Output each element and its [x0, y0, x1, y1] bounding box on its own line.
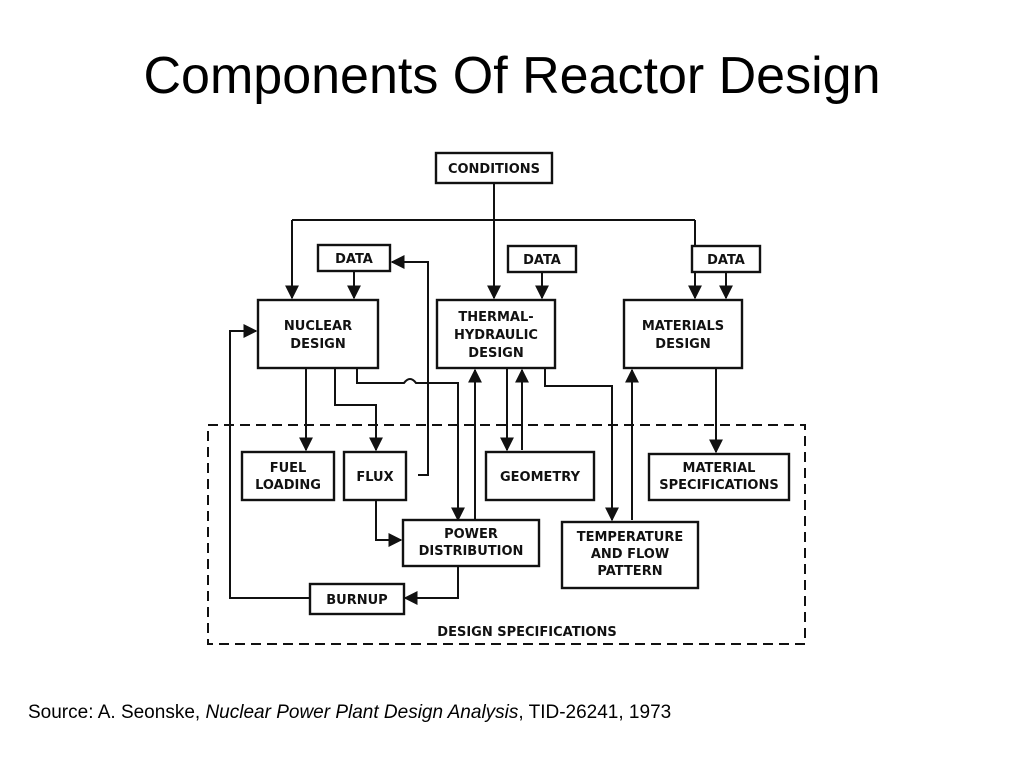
svg-text:LOADING: LOADING	[255, 478, 321, 493]
slide-title: Components Of Reactor Design	[143, 47, 881, 105]
svg-text:FLUX: FLUX	[356, 470, 393, 485]
source-work-title: Nuclear Power Plant Design Analysis	[205, 702, 519, 723]
svg-text:MATERIALS: MATERIALS	[642, 319, 724, 334]
node-thermal-hydraulic-design: THERMAL- HYDRAULIC DESIGN	[435, 298, 557, 370]
node-material-specifications: MATERIAL SPECIFICATIONS	[647, 452, 791, 502]
svg-text:DATA: DATA	[335, 252, 373, 267]
source-citation: Source: A. Seonske, Nuclear Power Plant …	[28, 702, 671, 724]
svg-text:TEMPERATURE: TEMPERATURE	[577, 530, 683, 545]
svg-text:FUEL: FUEL	[270, 461, 307, 476]
source-suffix: , TID-26241, 1973	[518, 702, 672, 723]
node-geometry: GEOMETRY	[484, 450, 596, 502]
svg-text:MATERIAL: MATERIAL	[683, 461, 756, 476]
svg-text:HYDRAULIC: HYDRAULIC	[454, 328, 538, 343]
svg-text:NUCLEAR: NUCLEAR	[284, 319, 352, 334]
node-power-distribution: POWER DISTRIBUTION	[401, 518, 541, 568]
svg-text:CONDITIONS: CONDITIONS	[448, 162, 540, 177]
node-data-nuclear: DATA	[316, 243, 392, 273]
svg-text:DESIGN: DESIGN	[290, 337, 345, 352]
node-burnup: BURNUP	[308, 582, 406, 616]
node-conditions: CONDITIONS	[434, 151, 554, 185]
node-materials-design: MATERIALS DESIGN	[622, 298, 744, 370]
node-fuel-loading: FUEL LOADING	[240, 450, 336, 502]
svg-text:BURNUP: BURNUP	[326, 593, 387, 608]
svg-text:PATTERN: PATTERN	[597, 564, 662, 579]
svg-text:SPECIFICATIONS: SPECIFICATIONS	[659, 478, 778, 493]
svg-text:DATA: DATA	[707, 253, 745, 268]
svg-text:GEOMETRY: GEOMETRY	[500, 470, 581, 485]
node-flux: FLUX	[342, 450, 408, 502]
svg-text:DISTRIBUTION: DISTRIBUTION	[419, 544, 524, 559]
design-specifications-group	[207, 424, 806, 645]
node-temperature-flow-pattern: TEMPERATURE AND FLOW PATTERN	[560, 520, 700, 590]
source-prefix: Source: A. Seonske,	[28, 702, 206, 723]
connectors	[229, 183, 733, 605]
svg-text:DESIGN: DESIGN	[468, 346, 523, 361]
svg-text:POWER: POWER	[444, 527, 498, 542]
svg-text:THERMAL-: THERMAL-	[458, 310, 533, 325]
svg-text:AND FLOW: AND FLOW	[591, 547, 669, 562]
node-data-materials: DATA	[690, 244, 762, 274]
svg-text:DATA: DATA	[523, 253, 561, 268]
svg-text:DESIGN: DESIGN	[655, 337, 710, 352]
design-specifications-label: DESIGN SPECIFICATIONS	[437, 625, 616, 640]
node-nuclear-design: NUCLEAR DESIGN	[256, 298, 380, 370]
node-data-thermal: DATA	[506, 244, 578, 274]
